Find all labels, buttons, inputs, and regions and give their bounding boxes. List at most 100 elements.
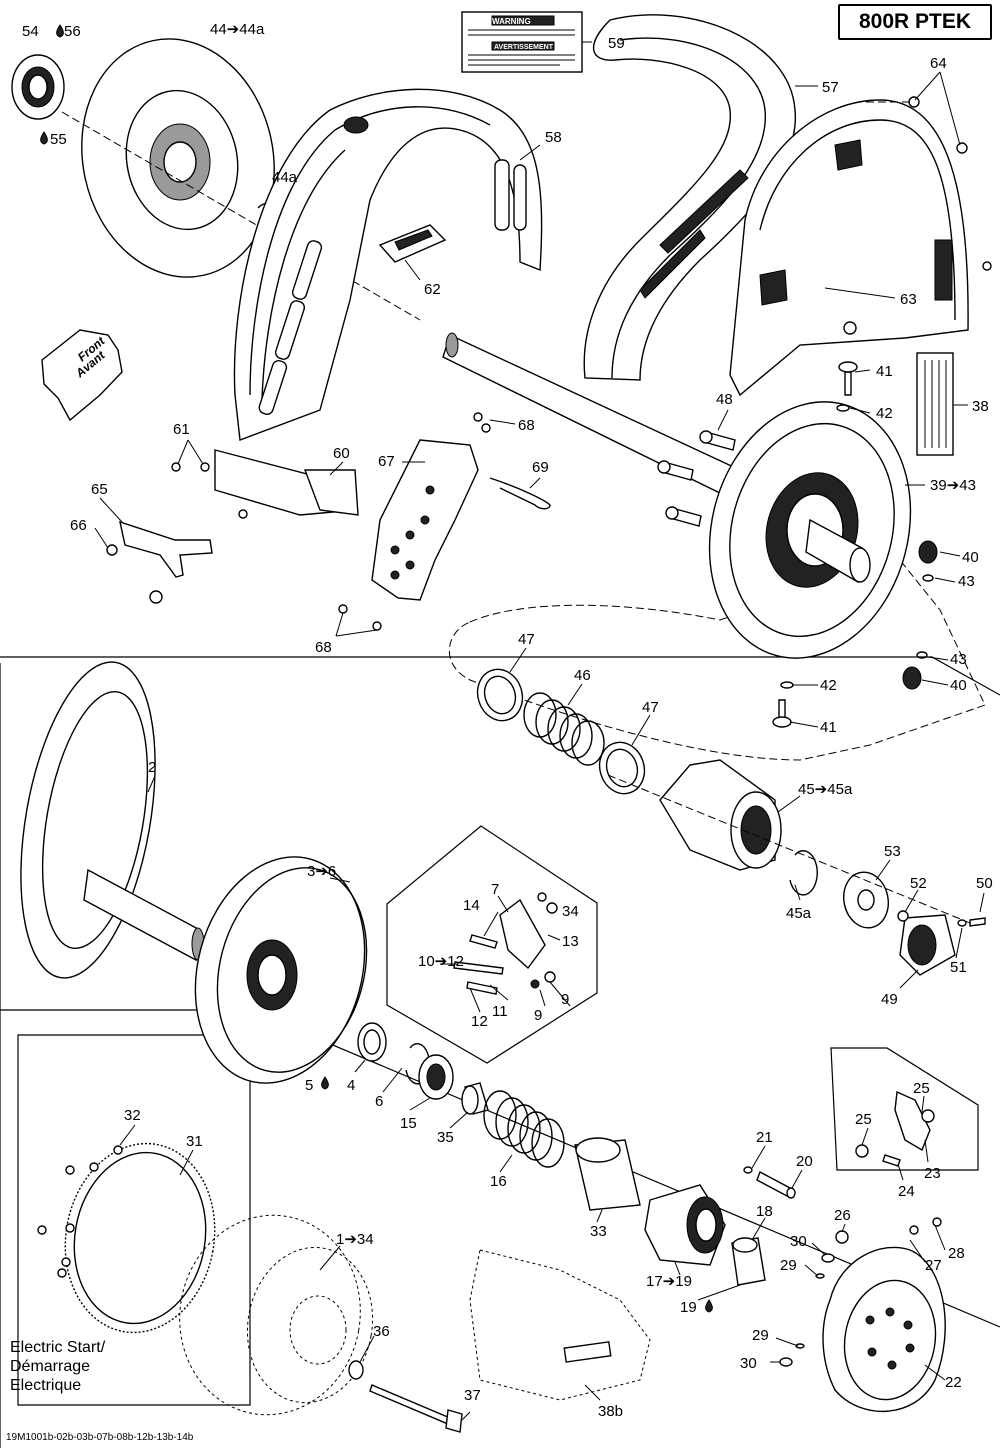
callout-54: 54 [22,23,39,40]
diagram-reference-code: 19M1001b-02b-03b-07b-08b-12b-13b-14b [6,1432,194,1443]
frame-electric-start-box [17,1034,251,1406]
part-57-drive-belt [583,14,797,381]
part-69-pin [489,477,551,510]
callout-10: 10➔12 [418,953,464,970]
callout-9-right: 9 [561,991,569,1008]
part-47-washer [476,668,646,795]
part-37-bolt [369,1384,463,1433]
callout-16: 16 [490,1173,507,1190]
part-32-screws [37,1145,123,1278]
callout-44a: 44a [272,169,298,186]
callout-48: 48 [716,391,733,408]
callout-33: 33 [590,1223,607,1240]
callout-58: 58 [545,129,562,146]
callout-11: 11 [492,1003,508,1020]
part-38-decal [916,352,954,456]
callout-15: 15 [400,1115,417,1132]
part-62-rubber-pad [378,224,447,263]
callout-1: 1➔34 [336,1231,374,1248]
callout-49: 49 [881,991,898,1008]
part-15-washer [418,1054,454,1100]
callout-6: 6 [375,1093,383,1110]
callout-5: 5 [305,1077,313,1094]
warning-title-en: WARNING [492,17,531,26]
callout-52: 52 [910,875,927,892]
callout-59: 59 [608,35,625,52]
callout-67: 67 [378,453,395,470]
callout-41-bottom: 41 [820,719,837,736]
callout-40-bottom: 40 [950,677,967,694]
part-36-washer [348,1360,364,1380]
callout-13: 13 [562,933,579,950]
part-17-19-roller-hub [644,1184,726,1266]
callout-46: 46 [574,667,591,684]
part-40-43-rollers [902,540,938,690]
callout-38b: 38b [598,1403,623,1420]
callout-25-top: 25 [913,1080,930,1097]
callout-53: 53 [884,843,901,860]
part-38b-engine-bracket [469,1249,651,1401]
part-53-shim [843,871,889,929]
part-63-cover [729,96,992,397]
callout-43-bottom: 43 [950,651,967,668]
callout-12: 12 [471,1013,488,1030]
part-48-pins [657,430,736,527]
callout-66: 66 [70,517,87,534]
callout-62: 62 [424,281,441,298]
callout-63: 63 [900,291,917,308]
part-7-14-lever-assembly [453,892,558,995]
callout-25-left: 25 [855,1111,872,1128]
callout-47-bottom: 47 [642,699,659,716]
callout-36: 36 [373,1323,390,1340]
leader-lines [94,41,985,1421]
front-direction-arrow [41,329,123,422]
callout-7: 7 [491,881,499,898]
part-31-ring-gear [64,1142,216,1334]
callout-29-bottom: 29 [752,1327,769,1344]
callout-61: 61 [173,421,190,438]
part-54-bearing [11,54,65,120]
callout-35: 35 [437,1129,454,1146]
part-45a-circlip [789,850,818,896]
callout-28: 28 [948,1245,965,1262]
callout-41-top: 41 [876,363,893,380]
callout-39: 39➔43 [930,477,976,494]
part-1-drive-pulley-assembly [179,1214,374,1416]
part-49-cap [897,910,956,976]
callout-34-inset: 34 [562,903,579,920]
callout-45a: 45a [786,905,812,922]
callout-27: 27 [925,1257,942,1274]
callout-14: 14 [463,897,480,914]
callout-60: 60 [333,445,350,462]
callout-42-bottom: 42 [820,677,837,694]
callout-31: 31 [186,1133,203,1150]
callout-56: 56 [64,23,81,40]
callout-26: 26 [834,1207,851,1224]
callout-3: 3➔6 [307,863,336,880]
part-20-21-screw-washer [743,1166,796,1199]
callout-29-top: 29 [780,1257,797,1274]
frame-inset-23-25 [830,1047,979,1171]
part-35-bushing [461,1082,489,1115]
part-41-42-screw-washer [772,361,858,728]
callout-40-top: 40 [962,549,979,566]
callout-labels: 54 56 55 44➔44a 44a 59 57 64 58 62 63 41… [22,21,993,1420]
part-39-fixed-sheave [708,401,912,659]
callout-50: 50 [976,875,993,892]
callout-4: 4 [347,1077,355,1094]
callout-45: 45➔45a [798,781,853,798]
frame-middle-section [0,656,1000,696]
callout-38: 38 [972,398,989,415]
callout-18: 18 [756,1203,773,1220]
callout-37: 37 [464,1387,481,1404]
callout-43-top: 43 [958,573,975,590]
callout-32: 32 [124,1107,141,1124]
part-16-spring [483,1090,565,1168]
part-46-spring [523,692,605,766]
part-50-51-screw-washer [957,917,986,927]
callout-47-top: 47 [518,631,535,648]
part-59-warning-decal [461,11,583,73]
part-4-bushing [357,1022,387,1062]
